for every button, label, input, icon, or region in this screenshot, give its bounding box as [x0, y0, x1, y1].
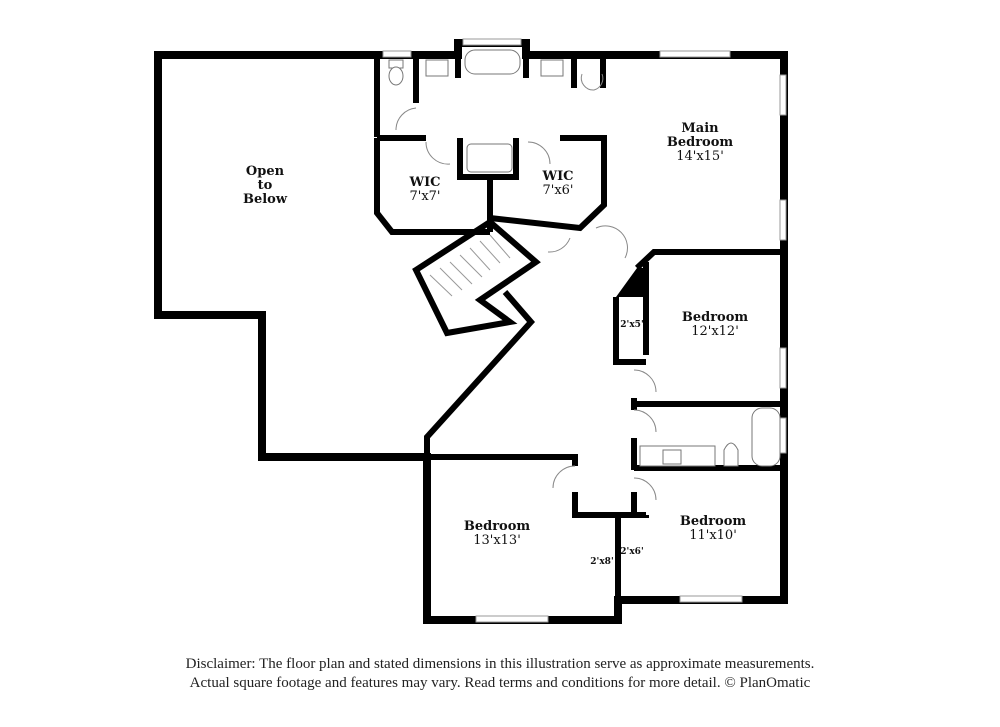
room-label-bedroom-2: Bedroom 12'x12' [670, 311, 760, 339]
room-name-line: Open [245, 164, 285, 179]
room-name: Bedroom [679, 514, 747, 529]
disclaimer-line-2: Actual square footage and features may v… [189, 675, 811, 691]
room-name-line: Main [681, 121, 719, 136]
room-name-line: Below [242, 192, 288, 207]
windows [382, 38, 787, 623]
closet-label-bed3: 2'x8' [590, 557, 614, 567]
closet-label-bed2: 2'x5' [620, 320, 644, 330]
room-name: Bedroom [463, 519, 531, 534]
room-dimensions: 12'x12' [691, 324, 739, 339]
room-dimensions: 14'x15' [676, 149, 724, 164]
room-name-line: Bedroom [666, 135, 734, 150]
room-name: WIC [409, 175, 441, 190]
room-label-main-bedroom: Main Bedroom 14'x15' [655, 122, 745, 164]
room-label-bedroom-4: Bedroom 11'x10' [668, 515, 758, 543]
room-dimensions: 13'x13' [473, 533, 521, 548]
fixtures [388, 49, 781, 501]
room-dimensions: 7'x6' [542, 183, 574, 198]
room-label-wic-2: WIC 7'x6' [528, 170, 588, 198]
closet-label-bed4: 2'x6' [620, 547, 644, 557]
room-name: WIC [542, 169, 574, 184]
disclaimer-line-1: Disclaimer: The floor plan and stated di… [185, 656, 815, 672]
room-dimensions: 7'x7' [409, 189, 441, 204]
room-dimensions: 11'x10' [689, 528, 737, 543]
room-label-bedroom-3: Bedroom 13'x13' [452, 520, 542, 548]
room-name: Bedroom [681, 310, 749, 325]
room-label-open-to-below: Open to Below [220, 165, 310, 207]
interior-walls [374, 55, 784, 600]
room-name-line: to [257, 178, 273, 193]
room-label-wic-1: WIC 7'x7' [395, 176, 455, 204]
